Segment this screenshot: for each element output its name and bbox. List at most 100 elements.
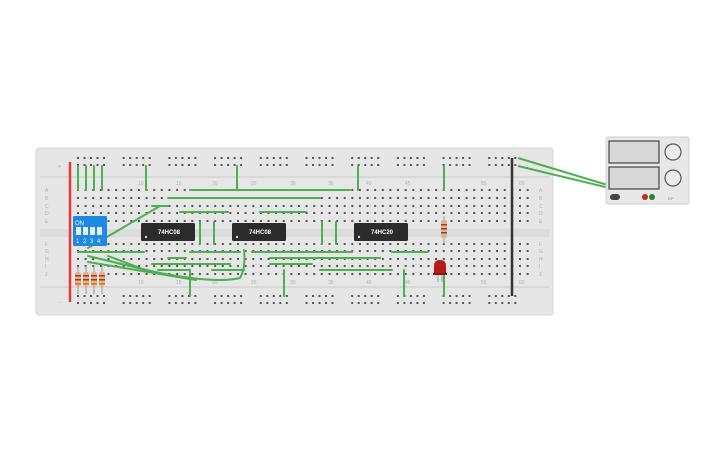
breadboard-hole[interactable] bbox=[328, 212, 331, 214]
breadboard-hole[interactable] bbox=[221, 243, 224, 245]
breadboard-hole[interactable] bbox=[153, 250, 156, 252]
breadboard-hole[interactable] bbox=[194, 164, 197, 166]
breadboard-hole[interactable] bbox=[122, 205, 125, 207]
breadboard-hole[interactable] bbox=[336, 243, 339, 245]
breadboard-hole[interactable] bbox=[233, 164, 236, 166]
breadboard-hole[interactable] bbox=[366, 197, 369, 199]
breadboard-hole[interactable] bbox=[519, 212, 521, 214]
breadboard-hole[interactable] bbox=[259, 302, 262, 304]
breadboard-hole[interactable] bbox=[473, 212, 476, 214]
breadboard-hole[interactable] bbox=[519, 220, 521, 222]
breadboard-hole[interactable] bbox=[227, 302, 230, 304]
breadboard-hole[interactable] bbox=[267, 258, 270, 260]
breadboard-hole[interactable] bbox=[465, 220, 468, 222]
breadboard-hole[interactable] bbox=[122, 189, 125, 191]
breadboard-hole[interactable] bbox=[435, 243, 438, 245]
breadboard-hole[interactable] bbox=[272, 295, 275, 297]
breadboard-hole[interactable] bbox=[465, 197, 468, 199]
breadboard-hole[interactable] bbox=[494, 164, 497, 166]
output-resistor[interactable] bbox=[441, 216, 447, 244]
breadboard-hole[interactable] bbox=[214, 205, 217, 207]
output-terminal-negative[interactable] bbox=[649, 194, 655, 200]
breadboard-hole[interactable] bbox=[480, 243, 483, 245]
breadboard-hole[interactable] bbox=[77, 197, 79, 199]
breadboard-hole[interactable] bbox=[305, 220, 308, 222]
breadboard-hole[interactable] bbox=[366, 212, 369, 214]
breadboard-hole[interactable] bbox=[252, 205, 255, 207]
breadboard-hole[interactable] bbox=[381, 265, 384, 267]
breadboard-hole[interactable] bbox=[77, 212, 79, 214]
breadboard-hole[interactable] bbox=[435, 212, 438, 214]
breadboard-hole[interactable] bbox=[160, 265, 163, 267]
breadboard-hole[interactable] bbox=[442, 197, 445, 199]
breadboard-hole[interactable] bbox=[305, 273, 308, 275]
breadboard-hole[interactable] bbox=[305, 157, 308, 159]
breadboard-hole[interactable] bbox=[389, 212, 392, 214]
breadboard-hole[interactable] bbox=[455, 164, 458, 166]
breadboard-hole[interactable] bbox=[358, 250, 361, 252]
breadboard-hole[interactable] bbox=[214, 220, 217, 222]
breadboard-hole[interactable] bbox=[320, 273, 323, 275]
breadboard-hole[interactable] bbox=[259, 295, 262, 297]
breadboard-hole[interactable] bbox=[84, 258, 87, 260]
breadboard-hole[interactable] bbox=[227, 295, 230, 297]
breadboard-hole[interactable] bbox=[465, 212, 468, 214]
breadboard-hole[interactable] bbox=[174, 164, 177, 166]
breadboard-hole[interactable] bbox=[496, 265, 499, 267]
breadboard-hole[interactable] bbox=[252, 265, 255, 267]
breadboard-hole[interactable] bbox=[221, 265, 224, 267]
breadboard-hole[interactable] bbox=[227, 157, 230, 159]
wires[interactable] bbox=[77, 165, 445, 297]
breadboard-hole[interactable] bbox=[135, 164, 138, 166]
breadboard-hole[interactable] bbox=[351, 189, 354, 191]
breadboard-hole[interactable] bbox=[312, 302, 314, 304]
breadboard-hole[interactable] bbox=[168, 243, 171, 245]
breadboard-hole[interactable] bbox=[237, 258, 239, 260]
breadboard-hole[interactable] bbox=[138, 258, 140, 260]
breadboard-hole[interactable] bbox=[503, 258, 506, 260]
breadboard-hole[interactable] bbox=[122, 197, 125, 199]
breadboard-hole[interactable] bbox=[465, 250, 468, 252]
breadboard-hole[interactable] bbox=[374, 220, 377, 222]
breadboard-hole[interactable] bbox=[331, 295, 334, 297]
breadboard-hole[interactable] bbox=[267, 265, 270, 267]
breadboard-hole[interactable] bbox=[115, 197, 118, 199]
breadboard-hole[interactable] bbox=[374, 205, 377, 207]
breadboard-hole[interactable] bbox=[419, 197, 422, 199]
breadboard-hole[interactable] bbox=[176, 273, 179, 275]
breadboard-hole[interactable] bbox=[298, 205, 300, 207]
breadboard-hole[interactable] bbox=[480, 273, 483, 275]
breadboard-hole[interactable] bbox=[358, 197, 361, 199]
breadboard-hole[interactable] bbox=[220, 164, 223, 166]
breadboard-hole[interactable] bbox=[377, 164, 380, 166]
breadboard-hole[interactable] bbox=[514, 157, 517, 159]
breadboard-hole[interactable] bbox=[526, 265, 529, 267]
breadboard-hole[interactable] bbox=[328, 205, 331, 207]
breadboard-hole[interactable] bbox=[427, 273, 430, 275]
breadboard-hole[interactable] bbox=[160, 212, 163, 214]
breadboard-hole[interactable] bbox=[298, 243, 300, 245]
breadboard-hole[interactable] bbox=[397, 197, 399, 199]
breadboard-hole[interactable] bbox=[374, 189, 377, 191]
breadboard-hole[interactable] bbox=[214, 243, 217, 245]
breadboard-hole[interactable] bbox=[320, 212, 323, 214]
breadboard-hole[interactable] bbox=[381, 258, 384, 260]
breadboard-hole[interactable] bbox=[244, 265, 247, 267]
breadboard-hole[interactable] bbox=[496, 205, 499, 207]
breadboard-hole[interactable] bbox=[351, 205, 354, 207]
breadboard-hole[interactable] bbox=[331, 157, 334, 159]
breadboard-hole[interactable] bbox=[496, 220, 499, 222]
breadboard-hole[interactable] bbox=[107, 258, 110, 260]
breadboard-hole[interactable] bbox=[313, 212, 316, 214]
breadboard-hole[interactable] bbox=[397, 212, 399, 214]
breadboard-hole[interactable] bbox=[442, 258, 445, 260]
breadboard-hole[interactable] bbox=[194, 302, 197, 304]
breadboard-hole[interactable] bbox=[336, 265, 339, 267]
breadboard-hole[interactable] bbox=[233, 295, 236, 297]
breadboard-hole[interactable] bbox=[272, 302, 275, 304]
breadboard-hole[interactable] bbox=[343, 205, 346, 207]
breadboard-hole[interactable] bbox=[153, 189, 156, 191]
breadboard-hole[interactable] bbox=[519, 205, 521, 207]
breadboard-hole[interactable] bbox=[160, 197, 163, 199]
breadboard-hole[interactable] bbox=[122, 243, 125, 245]
